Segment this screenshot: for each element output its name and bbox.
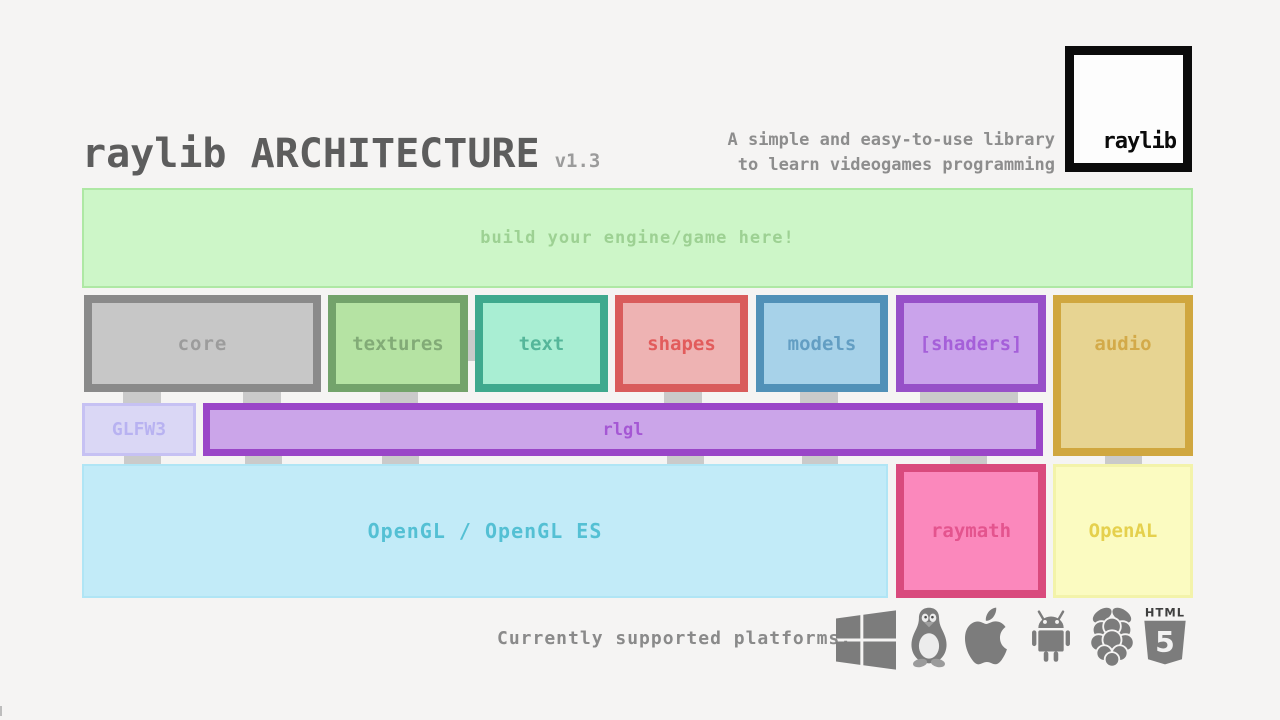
connector-shaders-rlgl xyxy=(920,389,1018,404)
module-models-label: models xyxy=(787,332,857,355)
layer-raymath-label: raymath xyxy=(930,520,1012,542)
module-shaders-label: [shaders] xyxy=(919,332,1023,355)
connector-glfw3-opengl xyxy=(124,453,161,466)
connector-rlgl-raymath xyxy=(950,453,987,466)
raylib-logo: raylib xyxy=(1065,46,1192,172)
tagline-line-2: to learn videogames programming xyxy=(737,155,1055,175)
module-shaders: [shaders] xyxy=(896,295,1046,392)
connector-rlgl-opengl-2 xyxy=(382,453,419,466)
connector-core-rlgl xyxy=(243,389,281,404)
connector-rlgl-opengl-1 xyxy=(245,453,282,466)
header: raylib ARCHITECTURE v1.3 xyxy=(82,131,600,177)
page-title: raylib ARCHITECTURE xyxy=(82,131,540,177)
module-text: text xyxy=(475,295,608,392)
tagline: A simple and easy-to-use library to lear… xyxy=(727,128,1055,178)
connector-rlgl-opengl-4 xyxy=(802,453,838,466)
layer-glfw3: GLFW3 xyxy=(82,403,196,456)
module-text-label: text xyxy=(518,332,565,355)
svg-text:HTML: HTML xyxy=(1145,605,1185,619)
module-models: models xyxy=(756,295,888,392)
html5-icon: HTML 5 xyxy=(1140,602,1190,676)
layer-opengl-label: OpenGL / OpenGL ES xyxy=(367,519,603,543)
layer-openal: OpenAL xyxy=(1053,464,1193,598)
tagline-line-1: A simple and easy-to-use library xyxy=(727,130,1055,150)
svg-text:5: 5 xyxy=(1155,626,1175,659)
module-audio: audio xyxy=(1053,295,1193,456)
module-textures: textures xyxy=(328,295,468,392)
module-shapes-label: shapes xyxy=(647,332,716,355)
raspberry-pi-icon xyxy=(1084,604,1140,674)
module-audio-label: audio xyxy=(1094,332,1152,355)
connector-audio-openal xyxy=(1105,453,1142,466)
engine-area-label: build your engine/game here! xyxy=(480,228,795,248)
layer-openal-label: OpenAL xyxy=(1088,520,1158,542)
platforms-label: Currently supported platforms: xyxy=(497,628,853,649)
layer-raymath: raymath xyxy=(896,464,1046,598)
layer-glfw3-label: GLFW3 xyxy=(111,419,167,440)
module-core-label: core xyxy=(177,332,228,355)
layer-opengl: OpenGL / OpenGL ES xyxy=(82,464,888,598)
connector-shapes-rlgl xyxy=(664,389,702,404)
screen-edge-artifact xyxy=(0,706,2,716)
connector-rlgl-opengl-3 xyxy=(667,453,704,466)
android-icon xyxy=(1022,604,1080,674)
layer-rlgl: rlgl xyxy=(203,403,1043,456)
engine-area-box: build your engine/game here! xyxy=(82,188,1193,288)
connector-core-glfw3 xyxy=(123,389,161,404)
windows-icon xyxy=(836,610,896,674)
layer-rlgl-label: rlgl xyxy=(602,419,644,440)
version-label: v1.3 xyxy=(554,150,601,172)
module-core: core xyxy=(84,295,321,392)
connector-models-rlgl xyxy=(800,389,838,404)
connector-textures-rlgl xyxy=(380,389,418,404)
module-textures-label: textures xyxy=(352,332,444,355)
linux-tux-icon xyxy=(903,604,955,674)
raylib-logo-text: raylib xyxy=(1102,129,1177,154)
apple-icon xyxy=(955,602,1017,674)
module-shapes: shapes xyxy=(615,295,748,392)
